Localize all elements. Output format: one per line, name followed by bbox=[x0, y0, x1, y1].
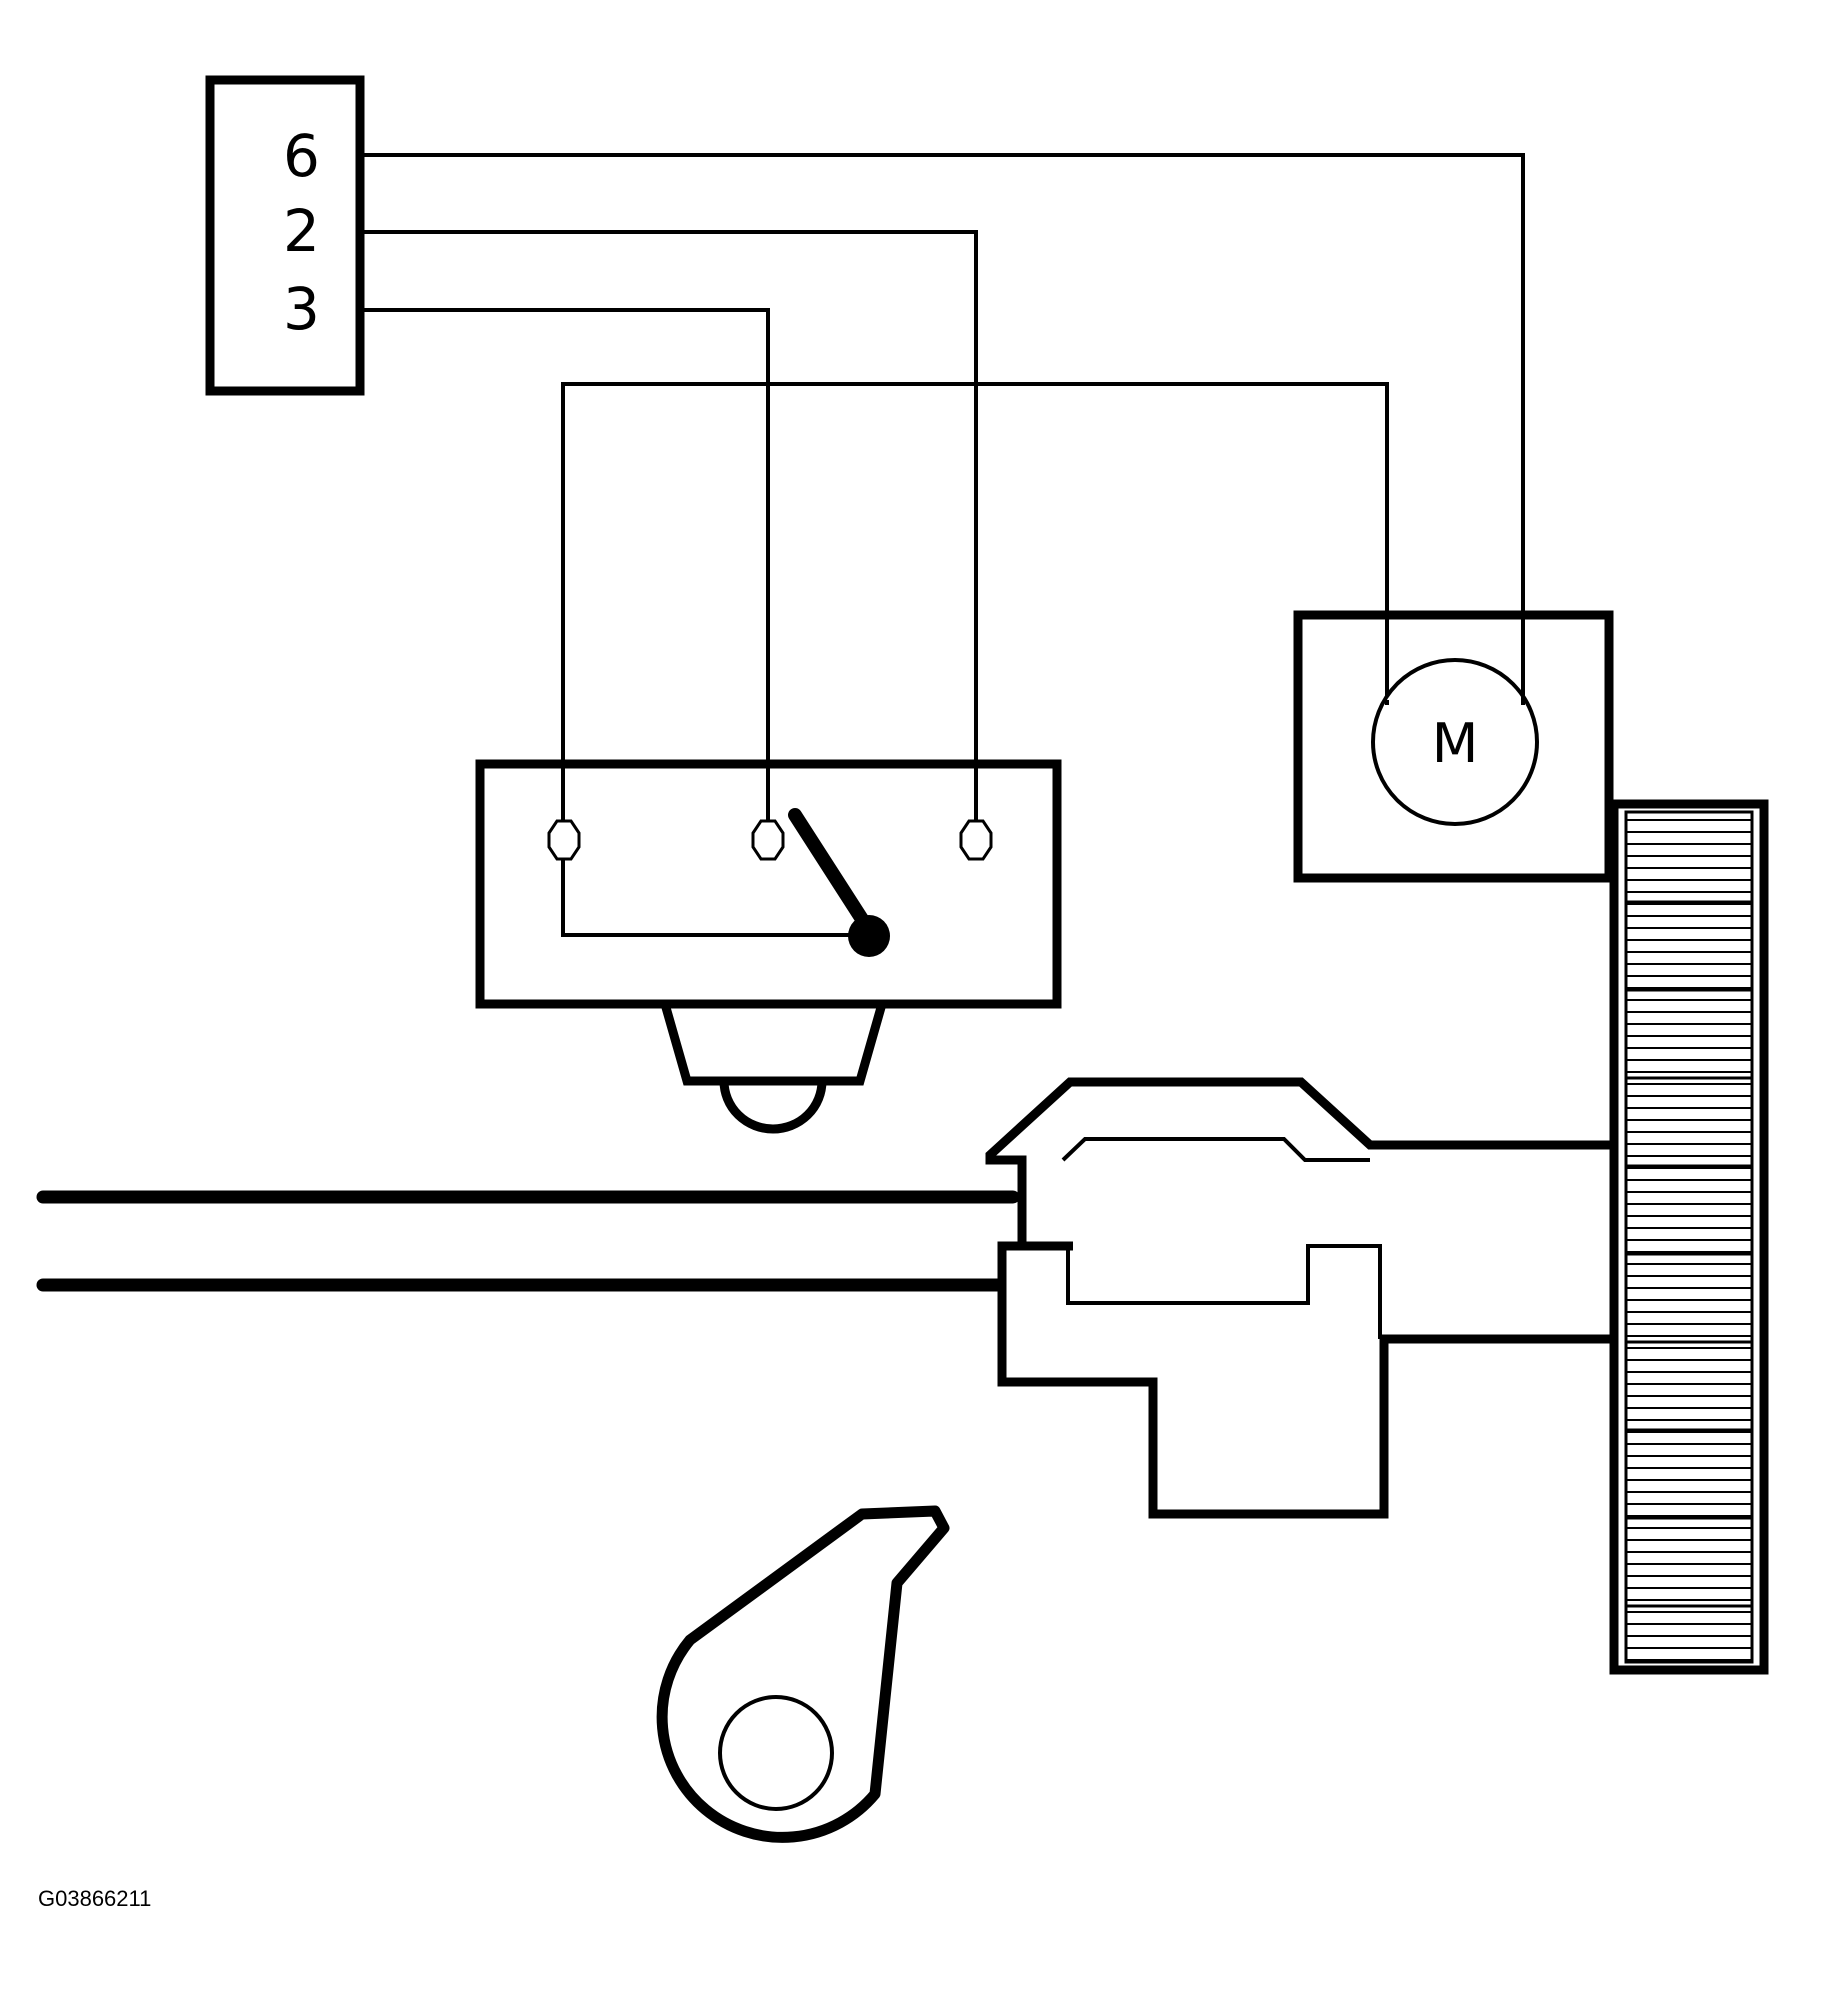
switch-contact-arm bbox=[788, 808, 874, 934]
connector-pin-3-label: 3 bbox=[283, 275, 320, 343]
connector-pin-6-label: 6 bbox=[283, 122, 320, 190]
wire-pin-6-to-motor bbox=[364, 153, 1525, 700]
wire-switch-internal bbox=[561, 852, 863, 937]
switch-plunger-tip bbox=[719, 1080, 827, 1134]
wiring bbox=[364, 153, 1525, 937]
switch-plunger-housing bbox=[660, 1002, 887, 1086]
motor-label: M bbox=[1432, 712, 1479, 775]
connector-pin-2-label: 2 bbox=[283, 197, 320, 265]
motor-assembly: M bbox=[1293, 610, 1614, 883]
gear-rack-teeth-band bbox=[1624, 810, 1754, 1664]
switch-terminal-right bbox=[959, 819, 993, 861]
switch-body bbox=[475, 759, 1062, 1009]
motor-symbol bbox=[1371, 658, 1539, 826]
connector-body bbox=[205, 75, 365, 396]
switch-terminal-left bbox=[547, 819, 581, 861]
switch-terminal-middle bbox=[751, 819, 785, 861]
key-cylinder-lever bbox=[656, 1505, 950, 1843]
slider-inner-slot bbox=[1066, 1244, 1382, 1339]
key-cylinder-hub bbox=[718, 1695, 834, 1811]
gear-rack bbox=[1609, 799, 1769, 1675]
connector: 6 2 3 bbox=[205, 75, 365, 396]
slider-ramp-inner bbox=[1061, 1137, 1370, 1162]
slider-upper-body bbox=[985, 1077, 1614, 1234]
figure-id: G03866211 bbox=[38, 1886, 151, 1911]
lock-slider bbox=[985, 1077, 1614, 1519]
position-switch bbox=[475, 759, 1062, 1134]
switch-contact-pivot bbox=[848, 915, 890, 957]
slider-lower-body bbox=[997, 1241, 1614, 1519]
wire-switch-to-motor bbox=[561, 382, 1389, 823]
wire-pin-3-to-switch-common bbox=[364, 308, 770, 828]
gear-rack-teeth bbox=[1626, 819, 1752, 1661]
gear-rack-body bbox=[1609, 799, 1769, 1675]
motor-housing bbox=[1293, 610, 1614, 883]
wire-pin-2-to-switch bbox=[364, 230, 978, 826]
lock-rods bbox=[36, 1190, 1020, 1292]
